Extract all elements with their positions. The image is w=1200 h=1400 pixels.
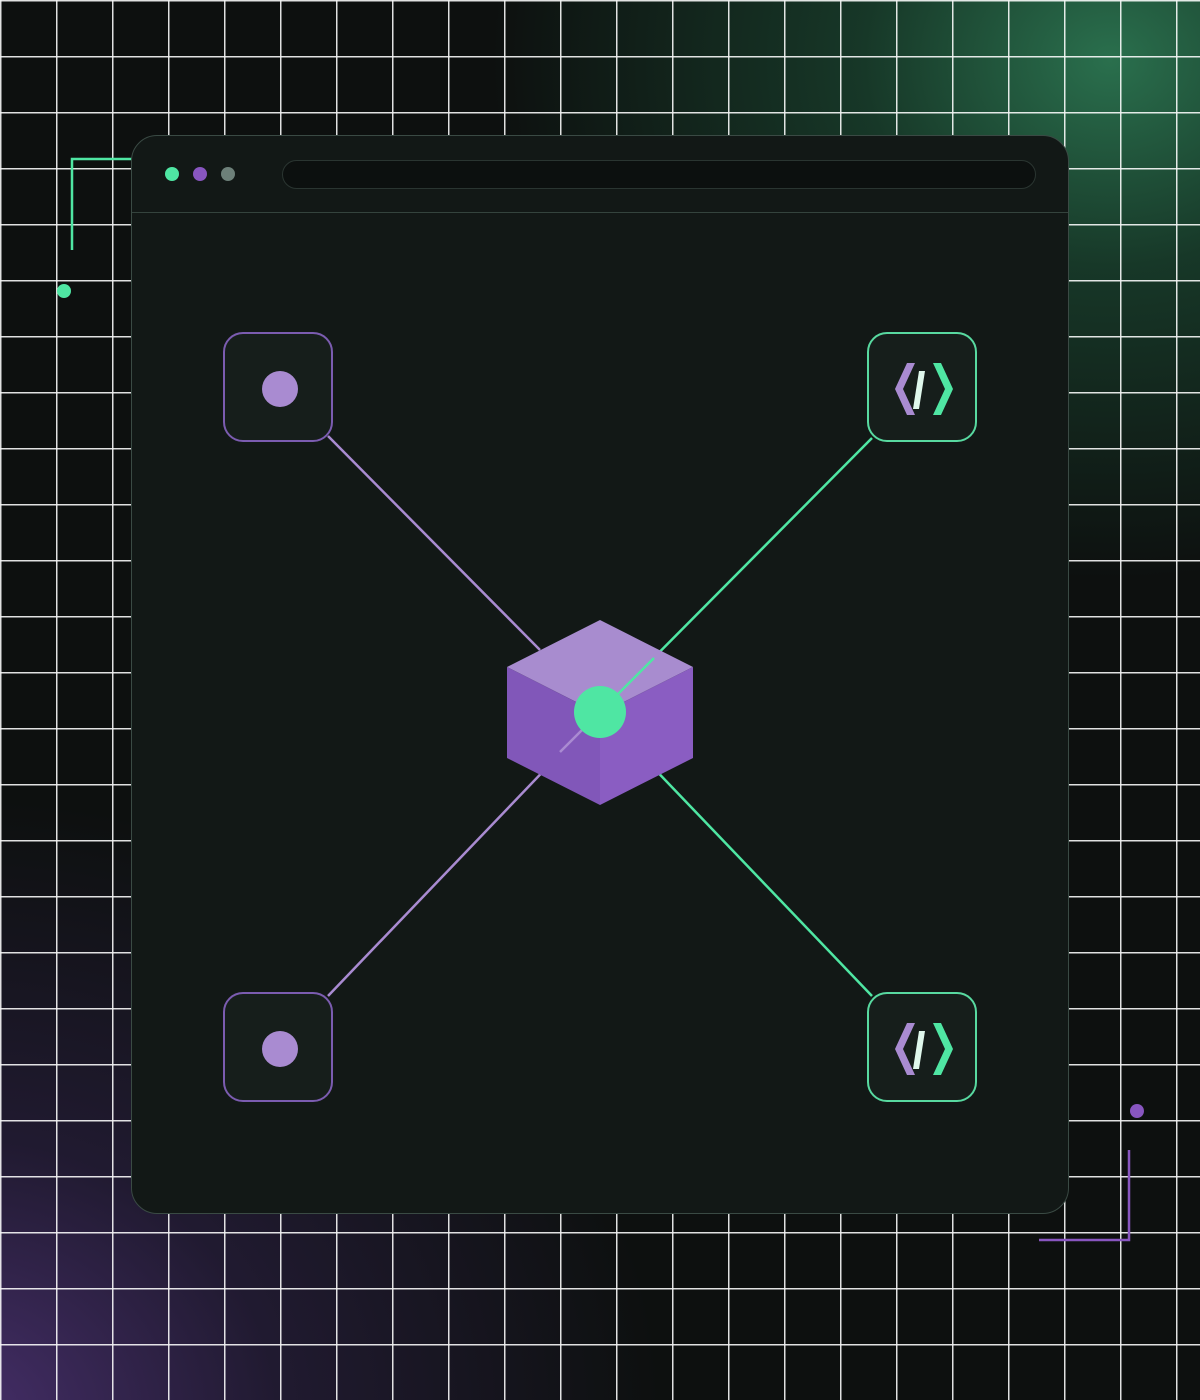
dot-icon [262, 1031, 298, 1067]
window-purple-dot-icon[interactable] [193, 167, 207, 181]
code-icon [895, 1023, 953, 1075]
node-bottom-right[interactable] [867, 992, 977, 1102]
window-green-dot-icon[interactable] [165, 167, 179, 181]
accent-green-dot [57, 284, 71, 298]
code-icon [895, 363, 953, 415]
window-grey-dot-icon[interactable] [221, 167, 235, 181]
node-bottom-left[interactable] [223, 992, 333, 1102]
dot-icon [262, 371, 298, 407]
cube-icon [507, 620, 693, 805]
window-titlebar [132, 136, 1068, 213]
hub-dot-icon [574, 686, 626, 738]
address-bar[interactable] [282, 160, 1036, 189]
node-top-left[interactable] [223, 332, 333, 442]
node-top-right[interactable] [867, 332, 977, 442]
accent-purple-dot [1130, 1104, 1144, 1118]
bottom-right-corner-accent [1039, 1104, 1144, 1242]
connector-top-left [327, 435, 541, 651]
